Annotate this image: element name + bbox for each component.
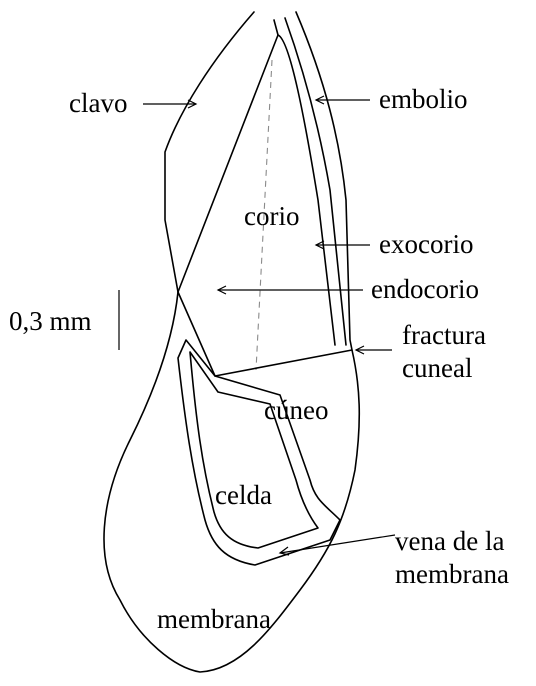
label-embolio: embolio [379,84,468,114]
label-cuneo: cúneo [264,395,328,425]
claval-suture [178,20,278,292]
wing-outline [104,12,359,672]
label-fractura-line1: fractura [402,320,486,350]
label-vena-line1: vena de la [395,526,504,556]
vena-leader [280,535,395,553]
label-vena-line2: membrana [395,559,509,589]
label-clavo: clavo [69,88,127,118]
label-fractura-line2: cuneal [402,353,472,383]
embolium-inner-line [278,35,335,345]
label-corio: corio [244,201,299,231]
label-endocorio: endocorio [371,274,479,304]
label-scale: 0,3 mm [9,306,92,336]
label-membrana: membrana [157,604,271,634]
label-celda: celda [215,480,272,510]
label-exocorio: exocorio [379,229,473,259]
